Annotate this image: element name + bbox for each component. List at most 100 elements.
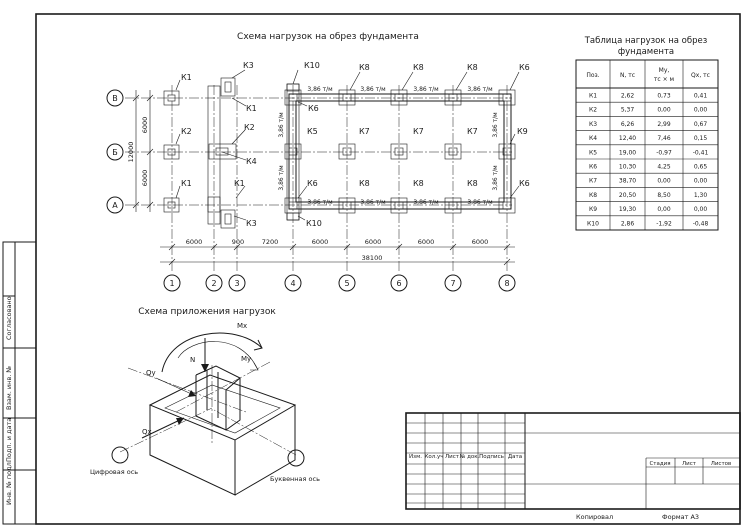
table-cell-r1-c0: К2 xyxy=(589,107,597,114)
dim-3-4: 7200 xyxy=(262,238,279,246)
label-k3-top: К3 xyxy=(243,61,254,70)
label-k1-upper: К1 xyxy=(246,104,257,113)
table-cell-r9-c3: -0,48 xyxy=(693,220,709,227)
table-cell-r0-c0: К1 xyxy=(589,93,597,100)
table-cell-r5-c2: 4,25 xyxy=(657,164,671,171)
label-k6-lower: К6 xyxy=(307,179,318,188)
table-cell-r6-c2: 0,00 xyxy=(657,178,671,185)
table-header-0: Поз. xyxy=(586,72,599,79)
table-header-my-line2: тс × м xyxy=(654,76,674,83)
table-cell-r8-c0: К9 xyxy=(589,206,597,213)
table-cell-r9-c0: К10 xyxy=(587,220,599,227)
dim-row-b-a: 6000 xyxy=(141,170,149,187)
label-letter-axis: Буквенная ось xyxy=(270,475,320,483)
load-table: Таблица нагрузок на обрез фундамента Поз… xyxy=(575,36,719,231)
stamp-inv-podl: Инв. № подл. xyxy=(5,460,13,505)
dim-5-6: 6000 xyxy=(365,238,382,246)
table-cell-r8-c2: 0,00 xyxy=(657,206,671,213)
table-title-line2: фундамента xyxy=(618,47,674,57)
table-cell-r9-c2: -1,92 xyxy=(656,220,672,227)
label-k3-bottom: К3 xyxy=(246,219,257,228)
load-label-bot-4: 3,86 т/м xyxy=(467,199,492,206)
table-cell-r3-c2: 7,46 xyxy=(657,135,671,142)
label-n: N xyxy=(190,356,195,364)
table-cell-r1-c3: 0,00 xyxy=(694,107,708,114)
stamp-vzam-inv: Взам. инв. № xyxy=(5,366,13,410)
table-cell-r5-c3: 0,65 xyxy=(694,164,708,171)
label-k1-top-left: К1 xyxy=(181,73,192,82)
moment-arc-my xyxy=(177,341,259,371)
dim-overall: 38100 xyxy=(362,254,383,262)
dim-2-3: 900 xyxy=(232,238,244,246)
table-cell-r7-c1: 20,50 xyxy=(619,192,636,199)
table-cell-r4-c2: -0,97 xyxy=(656,149,672,156)
table-header-my-line1: My, xyxy=(659,67,670,74)
table-cell-r2-c0: К3 xyxy=(589,121,597,128)
tb-col-podpis: Подпись xyxy=(479,454,504,460)
label-k4: К4 xyxy=(246,157,257,166)
label-k2-mid: К2 xyxy=(244,123,255,132)
table-cell-r3-c0: К4 xyxy=(589,135,597,142)
table-title-line1: Таблица нагрузок на обрез xyxy=(584,36,708,46)
label-k8-bot-a: К8 xyxy=(359,179,370,188)
label-k6-bot-right: К6 xyxy=(519,179,530,188)
label-k7-b: К7 xyxy=(413,127,424,136)
label-k5: К5 xyxy=(307,127,318,136)
axis-bubble-6: 6 xyxy=(396,279,401,288)
strip-foundation-outer xyxy=(288,93,512,210)
table-cell-r4-c0: К5 xyxy=(589,149,597,156)
table-cell-r4-c3: -0,41 xyxy=(693,149,709,156)
load-label-left-2: 3,86 т/м xyxy=(278,165,285,190)
tb-sheets: Листов xyxy=(711,461,732,467)
tb-col-list: Лист xyxy=(445,454,460,460)
table-cell-r7-c3: 1,30 xyxy=(694,192,708,199)
table-cell-r1-c1: 5,37 xyxy=(621,107,635,114)
table-cell-r2-c2: 2,99 xyxy=(657,121,671,128)
stamp-podp-data: Подп. и дата xyxy=(5,418,13,462)
table-cell-r6-c0: К7 xyxy=(589,178,597,185)
table-cell-r2-c1: 6,26 xyxy=(621,121,635,128)
dim-1-2: 6000 xyxy=(186,238,203,246)
column xyxy=(195,375,227,431)
dim-row-overall: 12000 xyxy=(127,142,135,163)
dim-6-7: 6000 xyxy=(418,238,435,246)
foundation-top xyxy=(148,374,297,441)
axis-bubble-a: А xyxy=(112,201,118,210)
tb-format: Формат А3 xyxy=(662,513,699,521)
axis-bubble-v: В xyxy=(112,94,118,103)
table-cell-r1-c2: 0,00 xyxy=(657,107,671,114)
sheet-border xyxy=(35,13,741,525)
label-mx: Mx xyxy=(237,322,247,330)
stamp-soglasovano: Согласовано xyxy=(5,296,13,340)
scheme-title: Схема приложения нагрузок xyxy=(138,307,276,317)
moment-arc-mx xyxy=(161,332,263,373)
load-label-right-1: 3,86 т/м xyxy=(492,112,499,137)
load-label-top-4: 3,86 т/м xyxy=(467,86,492,93)
table-cell-r0-c1: 2,62 xyxy=(621,93,635,100)
label-qx: Qx xyxy=(142,428,152,436)
label-k10-bottom: К10 xyxy=(306,219,322,228)
tb-col-izm: Изм. xyxy=(409,454,422,460)
title-block: Изм. Кол.уч Лист № док. Подпись Дата Ста… xyxy=(405,412,741,521)
label-k8-bot-c: К8 xyxy=(467,179,478,188)
load-label-left-1: 3,86 т/м xyxy=(278,112,285,137)
column-pads xyxy=(163,77,516,229)
load-label-right-2: 3,86 т/м xyxy=(492,165,499,190)
load-label-top-3: 3,86 т/м xyxy=(413,86,438,93)
label-k1-lower-mid: К1 xyxy=(234,179,245,188)
tb-col-kol: Кол.уч xyxy=(424,454,443,460)
load-label-top-2: 3,86 т/м xyxy=(360,86,385,93)
letter-axis-bubble xyxy=(287,449,305,467)
table-header-1: N, тс xyxy=(620,72,635,79)
label-k8-bot-b: К8 xyxy=(413,179,424,188)
label-k8-top-a: К8 xyxy=(359,63,370,72)
axis-bubble-1: 1 xyxy=(169,279,174,288)
label-k10-top: К10 xyxy=(304,61,320,70)
digit-axis-bubble xyxy=(111,446,129,464)
tb-col-ndok: № док. xyxy=(460,454,480,460)
side-stamp-frame xyxy=(2,241,37,525)
label-k6-top-right: К6 xyxy=(519,63,530,72)
load-label-bot-3: 3,86 т/м xyxy=(413,199,438,206)
label-k8-top-c: К8 xyxy=(467,63,478,72)
